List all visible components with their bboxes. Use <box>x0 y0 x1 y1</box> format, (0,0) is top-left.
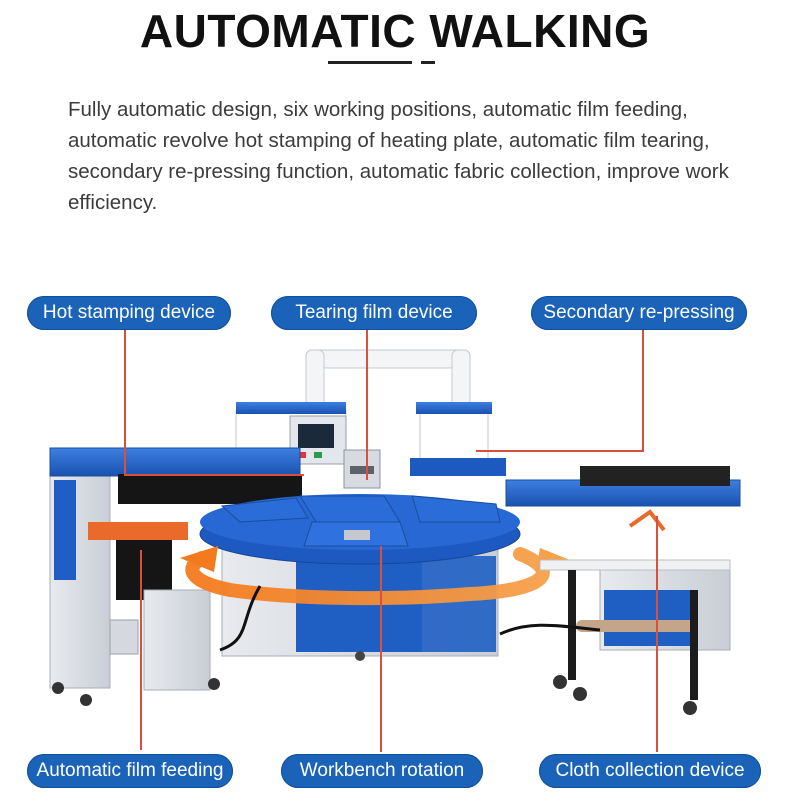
air-hose <box>219 585 262 652</box>
machine-scene: Hot stamping device Tearing film device … <box>0 290 790 808</box>
secondary-pressing-head <box>410 402 506 476</box>
title-underline <box>328 61 412 64</box>
title-underline-accent <box>421 61 435 64</box>
label-automatic-film-feeding: Automatic film feeding <box>27 754 233 788</box>
label-secondary-repressing: Secondary re-pressing <box>531 296 747 330</box>
page-title: AUTOMATIC WALKING <box>139 5 651 57</box>
label-tearing-film-device: Tearing film device <box>271 296 477 330</box>
pointer-film-feeding <box>140 550 142 750</box>
pointer-hot-stamping-h <box>124 474 304 476</box>
pointer-tearing-film <box>366 330 368 480</box>
pointer-secondary-repressing-h <box>476 450 644 452</box>
machine-illustration <box>49 349 741 715</box>
label-cloth-collection-device: Cloth collection device <box>539 754 761 788</box>
intro-paragraph: Fully automatic design, six working posi… <box>68 98 729 214</box>
film-feeding-unit <box>49 447 302 706</box>
label-workbench-rotation: Workbench rotation <box>281 754 483 788</box>
pointer-cloth-collection <box>656 516 658 752</box>
rotating-workbench <box>199 494 521 661</box>
tearing-film-head <box>343 449 381 489</box>
pointer-secondary-repressing <box>642 330 644 452</box>
pointer-workbench-rotation <box>380 546 382 752</box>
pointer-hot-stamping <box>124 330 126 476</box>
control-panel <box>289 415 347 465</box>
air-hose-right <box>499 623 601 636</box>
cloth-collection-unit <box>505 466 741 715</box>
label-hot-stamping-device: Hot stamping device <box>27 296 231 330</box>
